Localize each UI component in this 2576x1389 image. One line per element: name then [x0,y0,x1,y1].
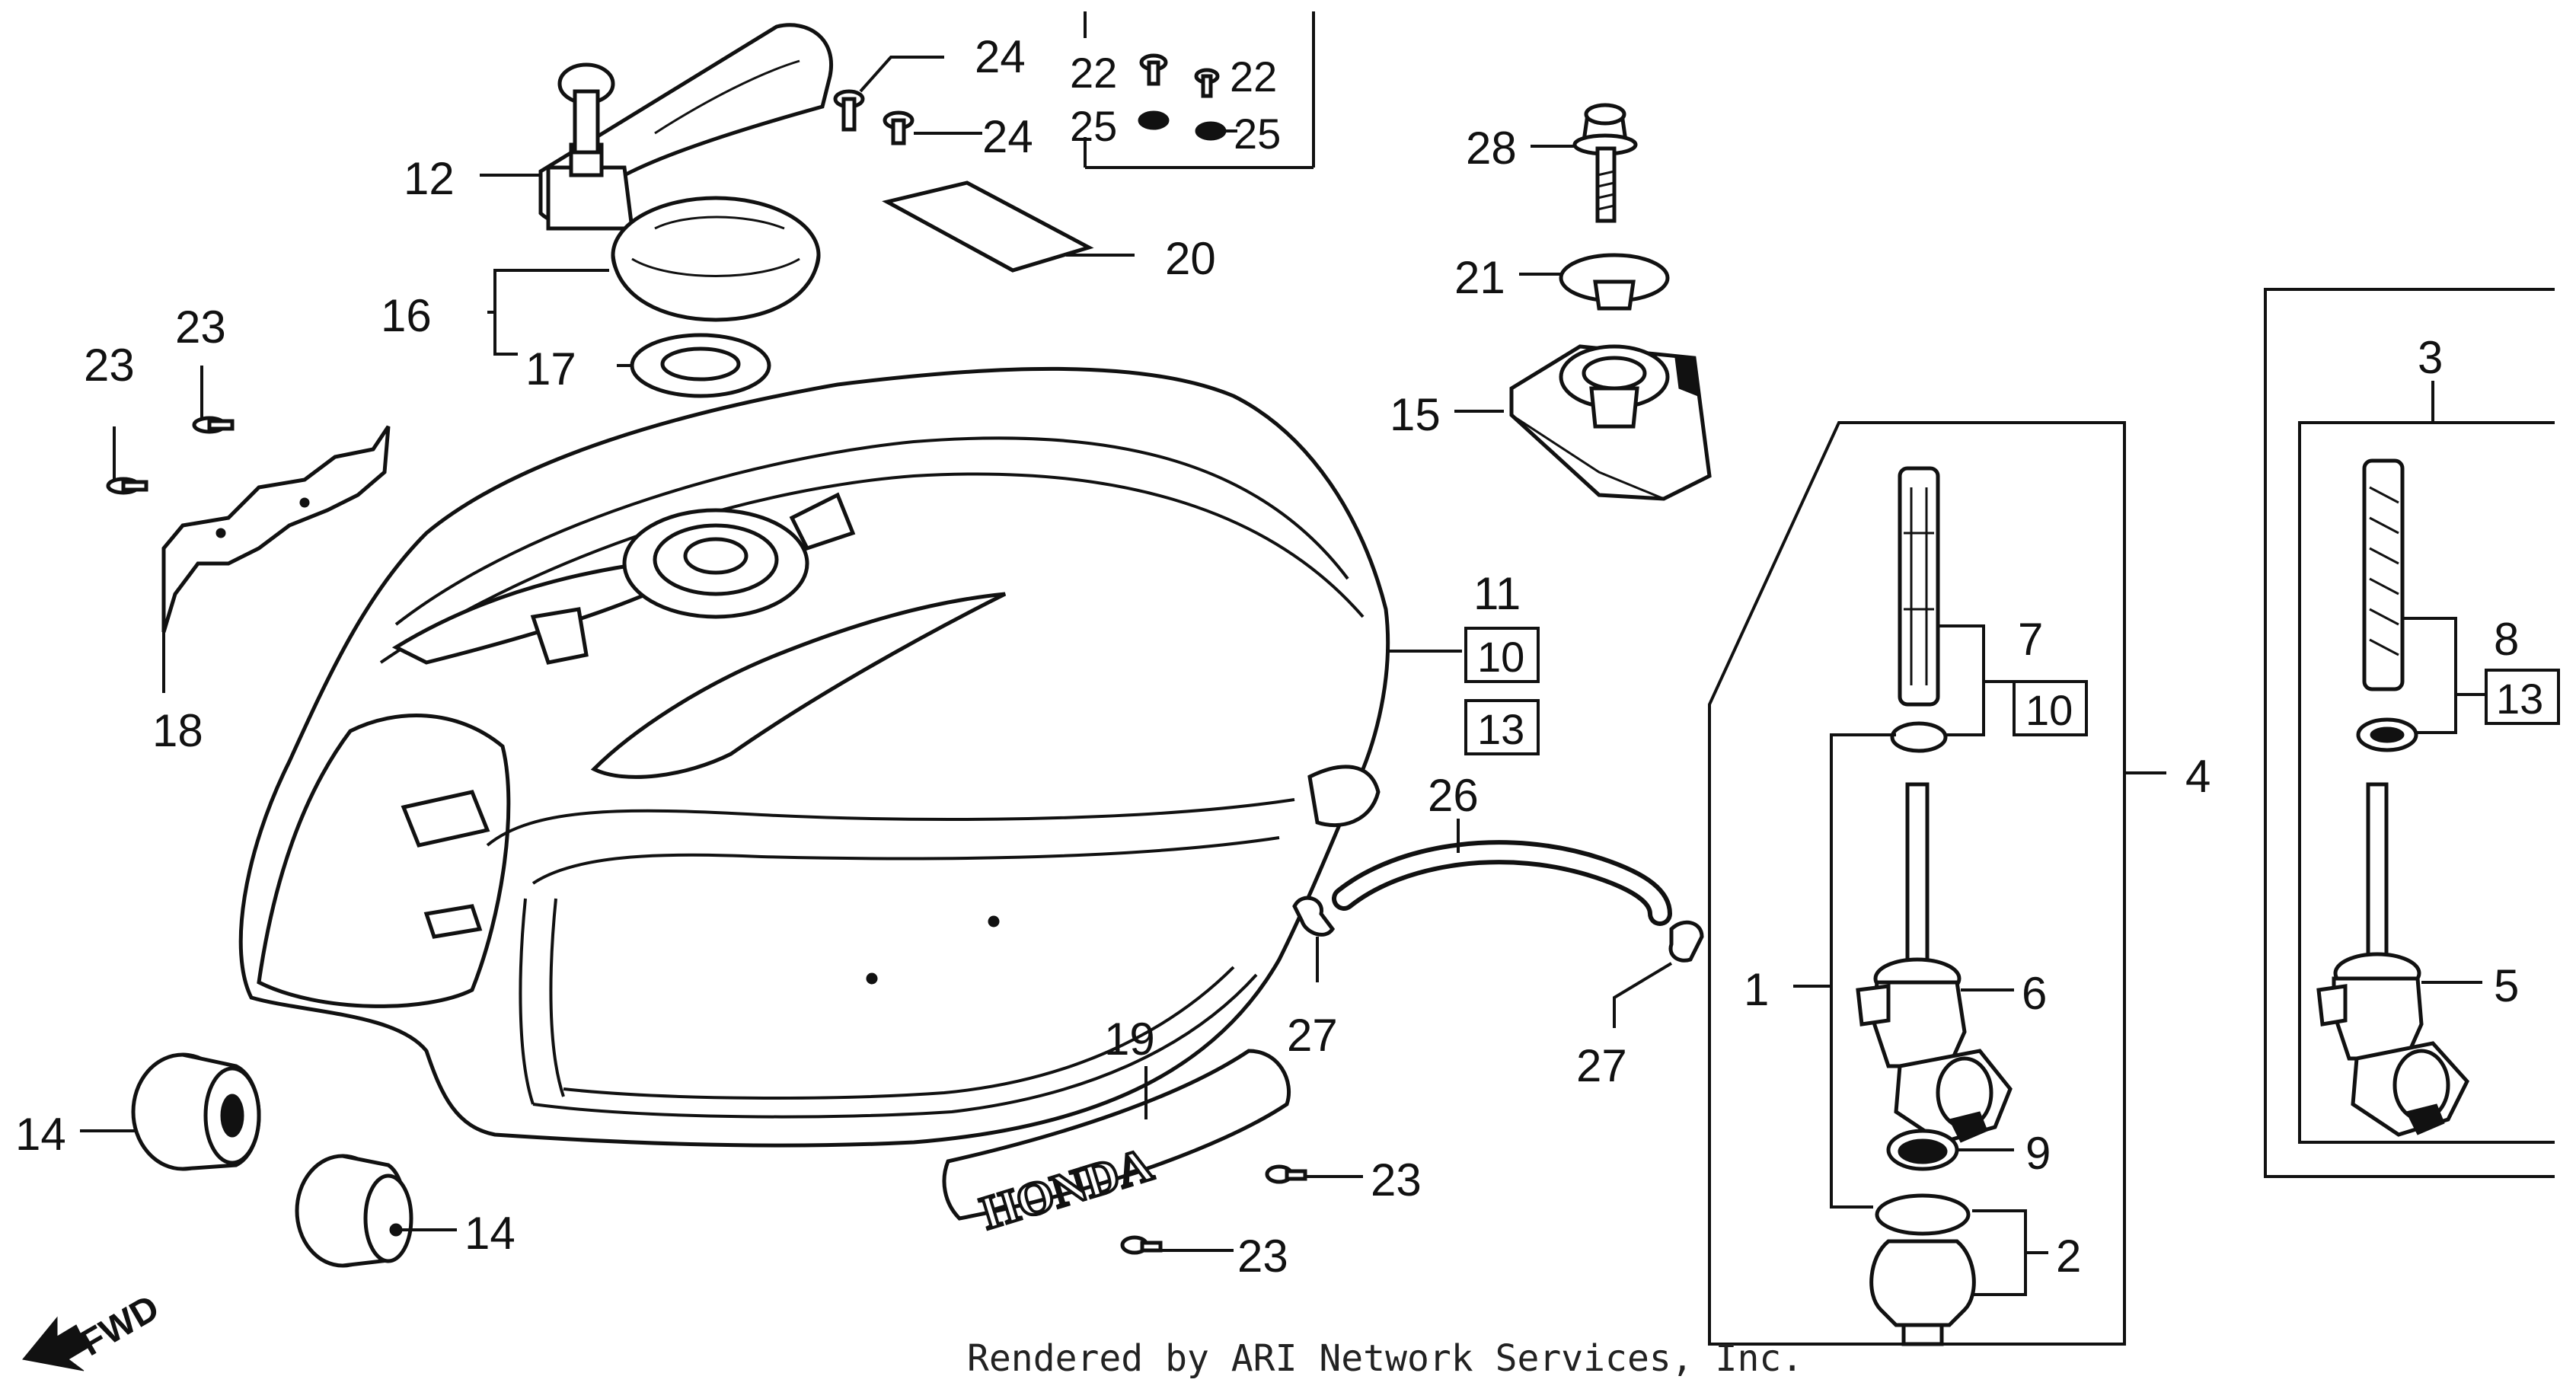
callout-7: 7 [2018,614,2043,665]
callout-4: 4 [2185,751,2211,802]
callout-25a: 25 [1070,102,1117,150]
callout-1: 1 [1744,964,1769,1015]
callout-23a: 23 [84,340,135,391]
callout-23d: 23 [1237,1231,1288,1282]
callout-27b: 27 [1576,1040,1627,1091]
part-23-screw-left [106,426,148,495]
group-3-inner-frame [2298,421,2555,1144]
callout-2: 2 [2056,1231,2081,1282]
callout-26: 26 [1428,770,1479,821]
callout-28: 28 [1466,123,1517,174]
part-9-filter-screen [1886,1129,1959,1171]
callout-27a: 27 [1287,1010,1338,1061]
part-24-screw-bottom [883,110,915,145]
callout-9: 9 [2025,1128,2051,1179]
callout-24a: 24 [975,31,1026,82]
part-17-cap-gasket [630,333,771,398]
part-20-caution-label [882,180,1094,273]
part-12-tank-lock [538,23,833,231]
part-14-cushion-front [131,1052,261,1171]
svg-text:13: 13 [1477,705,1524,753]
callout-20: 20 [1165,233,1216,284]
callout-3: 3 [2418,332,2443,383]
part-14-cushion-rear [295,1154,413,1268]
callout-6: 6 [2022,968,2047,1019]
callout-22a: 22 [1070,49,1117,97]
part-26-fuel-hose [1332,840,1672,926]
callout-16: 16 [381,290,432,341]
part-18-side-bracket [161,425,391,633]
credit-text: Rendered by ARI Network Services, Inc. [967,1337,1803,1380]
callout-23b: 23 [175,302,226,353]
callout-18: 18 [152,705,203,756]
callout-24b: 24 [982,111,1033,162]
callout-14a: 14 [15,1109,66,1160]
part-6-valve-body [1856,782,2013,1145]
fwd-label: FWD [74,1288,166,1365]
callout-21: 21 [1454,252,1505,303]
ref-box-13a: 13 [1464,699,1540,755]
part-2-sediment-cup [1869,1193,1976,1346]
callout-11: 11 [1473,568,1521,619]
part-8-strainer [2362,458,2405,691]
part-27-clip-left [1292,896,1336,937]
part-15-mount-pad [1509,344,1712,501]
callout-19: 19 [1104,1014,1155,1065]
callout-12: 12 [404,153,455,204]
part-o-ring-upper [1890,721,1948,753]
part-24-screw-top [833,89,865,132]
part-23-screw-upper [192,366,235,434]
fuel-tank [238,366,1390,1148]
group-3-outer-frame [2264,288,2555,1178]
callout-14b: 14 [464,1208,516,1259]
callout-25b: 25 [1234,110,1281,158]
callout-15: 15 [1390,389,1441,440]
callout-17: 17 [525,343,576,394]
svg-text:10: 10 [1477,633,1524,681]
inset-22-25-detail [1084,11,1315,169]
svg-text:10: 10 [2025,686,2073,734]
part-7-strainer [1898,466,1940,707]
part-21-washer [1559,253,1670,311]
callout-23c: 23 [1371,1154,1422,1205]
part-23-screw-bottom [1120,1235,1163,1255]
callout-22b: 22 [1230,53,1277,101]
fwd-arrow: FWD [22,1288,166,1371]
part-5-valve-body [2316,782,2469,1137]
ref-box-10b: 10 [2013,680,2088,736]
ref-box-13b: 13 [2485,669,2560,725]
part-27-clip-right [1668,920,1704,963]
ref-box-10a: 10 [1464,627,1540,683]
callout-5: 5 [2494,960,2519,1011]
part-23-screw-bottom-right [1265,1164,1307,1184]
callout-8: 8 [2494,614,2519,665]
part-28-bolt [1572,103,1638,223]
part-16-fuel-cap [611,196,821,322]
svg-text:13: 13 [2496,675,2543,723]
part-o-ring-right [2356,717,2418,752]
